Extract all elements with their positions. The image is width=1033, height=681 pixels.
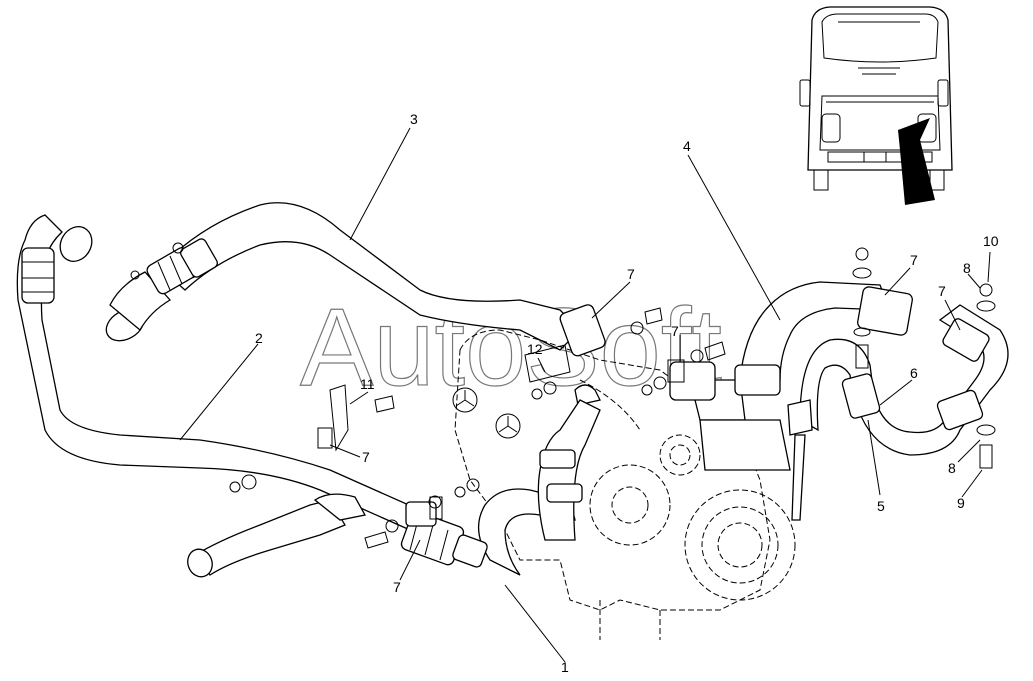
washer-icon [690,349,704,363]
bolt-icon [644,307,663,325]
washer-icon [466,478,480,492]
bolt-icon [374,395,395,413]
mercedes-star-icon [452,387,478,413]
hose-lower-left [187,493,367,578]
direction-arrow-icon [898,118,935,205]
callout-8-upper: 8 [963,260,971,276]
callout-12: 12 [527,341,543,357]
washer-icon [241,474,257,490]
nut-icon [229,481,241,493]
callout-labels: 1 2 3 4 5 6 7 7 7 7 7 7 8 8 9 10 11 12 [255,111,999,675]
nut-icon [641,384,653,396]
callout-8-lower: 8 [948,460,956,476]
bolt-icon [855,344,869,369]
nut-icon [454,486,466,498]
hose-1 [400,399,601,576]
callout-10: 10 [983,233,999,249]
washer-icon [976,424,996,436]
clamp-bracket [429,496,443,520]
vehicle-rear-view-inset [799,6,953,205]
washer-icon [853,327,871,337]
callout-7-lower: 7 [393,579,401,595]
nut-icon [531,388,543,400]
washer-icon [653,376,667,390]
nut-icon [979,283,993,297]
bolt-icon [704,341,726,361]
clamp-bracket [667,359,685,383]
callout-7-right: 7 [938,283,946,299]
engine-block [452,329,796,640]
callout-7-upper-center: 7 [627,266,635,282]
callout-11: 11 [360,376,375,392]
washer-icon [976,300,996,312]
washer-icon [630,321,644,335]
leader-lines [179,127,991,663]
callout-2: 2 [255,330,263,346]
callout-6: 6 [910,365,918,381]
callout-7-left: 7 [362,449,370,465]
bracket-11 [329,384,349,452]
callout-7-center: 7 [671,323,679,339]
hose-right-assembly [787,286,1009,521]
hose-3 [105,202,581,351]
fasteners [229,247,996,549]
mercedes-star-icon [495,413,521,439]
bracket-12 [524,344,571,383]
callout-7-upper-right: 7 [910,252,918,268]
nut-icon [855,247,869,261]
callout-3: 3 [410,111,418,127]
callout-5: 5 [877,498,885,514]
washer-icon [385,519,399,533]
washer-icon [543,381,557,395]
callout-4: 4 [683,138,691,154]
washer-icon [852,267,872,279]
callout-9: 9 [957,495,965,511]
hose-2 [16,214,432,542]
bolt-icon [364,531,389,549]
hose-4 [559,281,891,471]
clamp-bracket [317,427,333,449]
callout-1: 1 [561,659,569,675]
bolt-icon [979,444,993,469]
